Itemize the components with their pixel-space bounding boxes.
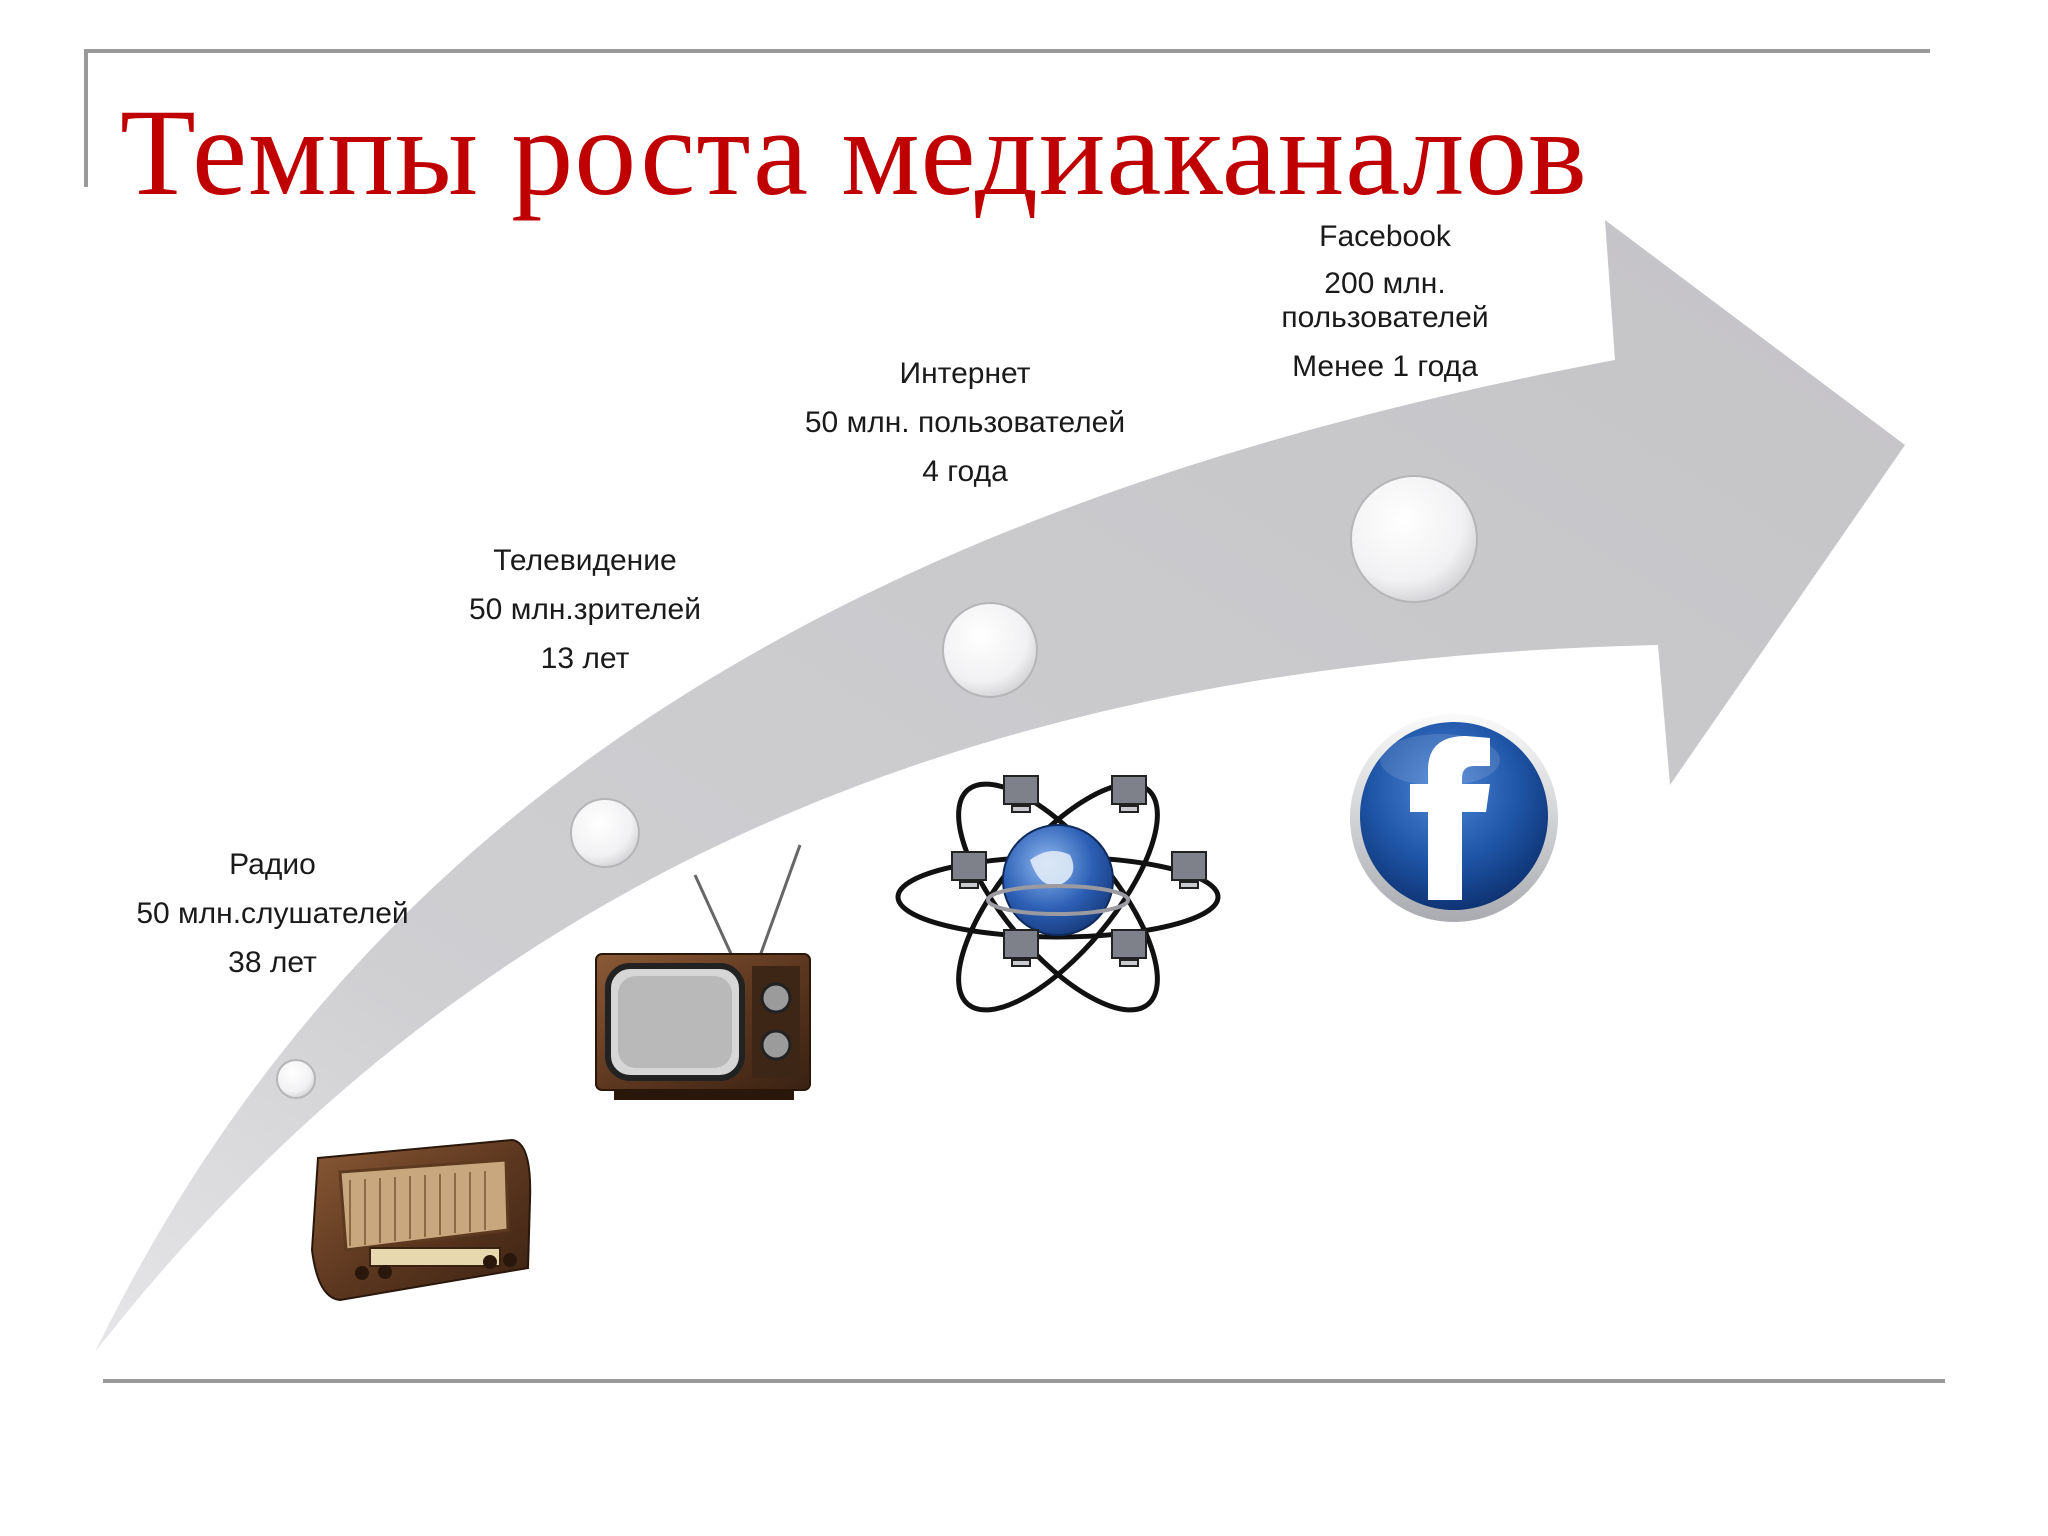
left-rule xyxy=(84,49,88,187)
milestone-internet-audience: 50 млн. пользователей xyxy=(804,406,1126,439)
radio-node xyxy=(276,1059,316,1099)
milestone-tv-audience: 50 млн.зрителей xyxy=(469,593,701,626)
milestone-internet-time: 4 года xyxy=(922,455,1008,488)
facebook-icon xyxy=(1350,714,1558,922)
internet-node xyxy=(942,602,1038,698)
milestone-radio: Радио 50 млн.слушателей 38 лет xyxy=(100,846,445,982)
milestone-tv-time: 13 лет xyxy=(540,642,630,675)
radio-icon xyxy=(310,1138,532,1302)
milestone-tv: Телевидение 50 млн.зрителей 13 лет xyxy=(430,542,740,678)
milestone-internet: Интернет 50 млн. пользователей 4 года xyxy=(760,355,1170,491)
tv-icon xyxy=(595,844,811,1100)
top-rule xyxy=(84,49,1930,53)
milestone-facebook-channel: Facebook xyxy=(1319,220,1451,253)
network-icon xyxy=(895,775,1221,1013)
facebook-node xyxy=(1350,475,1478,603)
milestone-tv-channel: Телевидение xyxy=(493,544,677,577)
milestone-radio-channel: Радио xyxy=(229,848,316,881)
milestone-radio-time: 38 лет xyxy=(228,946,317,979)
bottom-rule xyxy=(103,1379,1945,1383)
slide-title: Темпы роста медиаканалов xyxy=(120,84,1588,221)
milestone-radio-audience: 50 млн.слушателей xyxy=(136,897,409,930)
milestone-facebook: Facebook 200 млн. пользователей Менее 1 … xyxy=(1240,218,1530,386)
tv-node xyxy=(570,798,640,868)
milestone-facebook-time: Менее 1 года xyxy=(1292,350,1478,383)
milestone-internet-channel: Интернет xyxy=(899,357,1031,390)
milestone-facebook-audience: 200 млн. пользователей xyxy=(1281,267,1489,334)
